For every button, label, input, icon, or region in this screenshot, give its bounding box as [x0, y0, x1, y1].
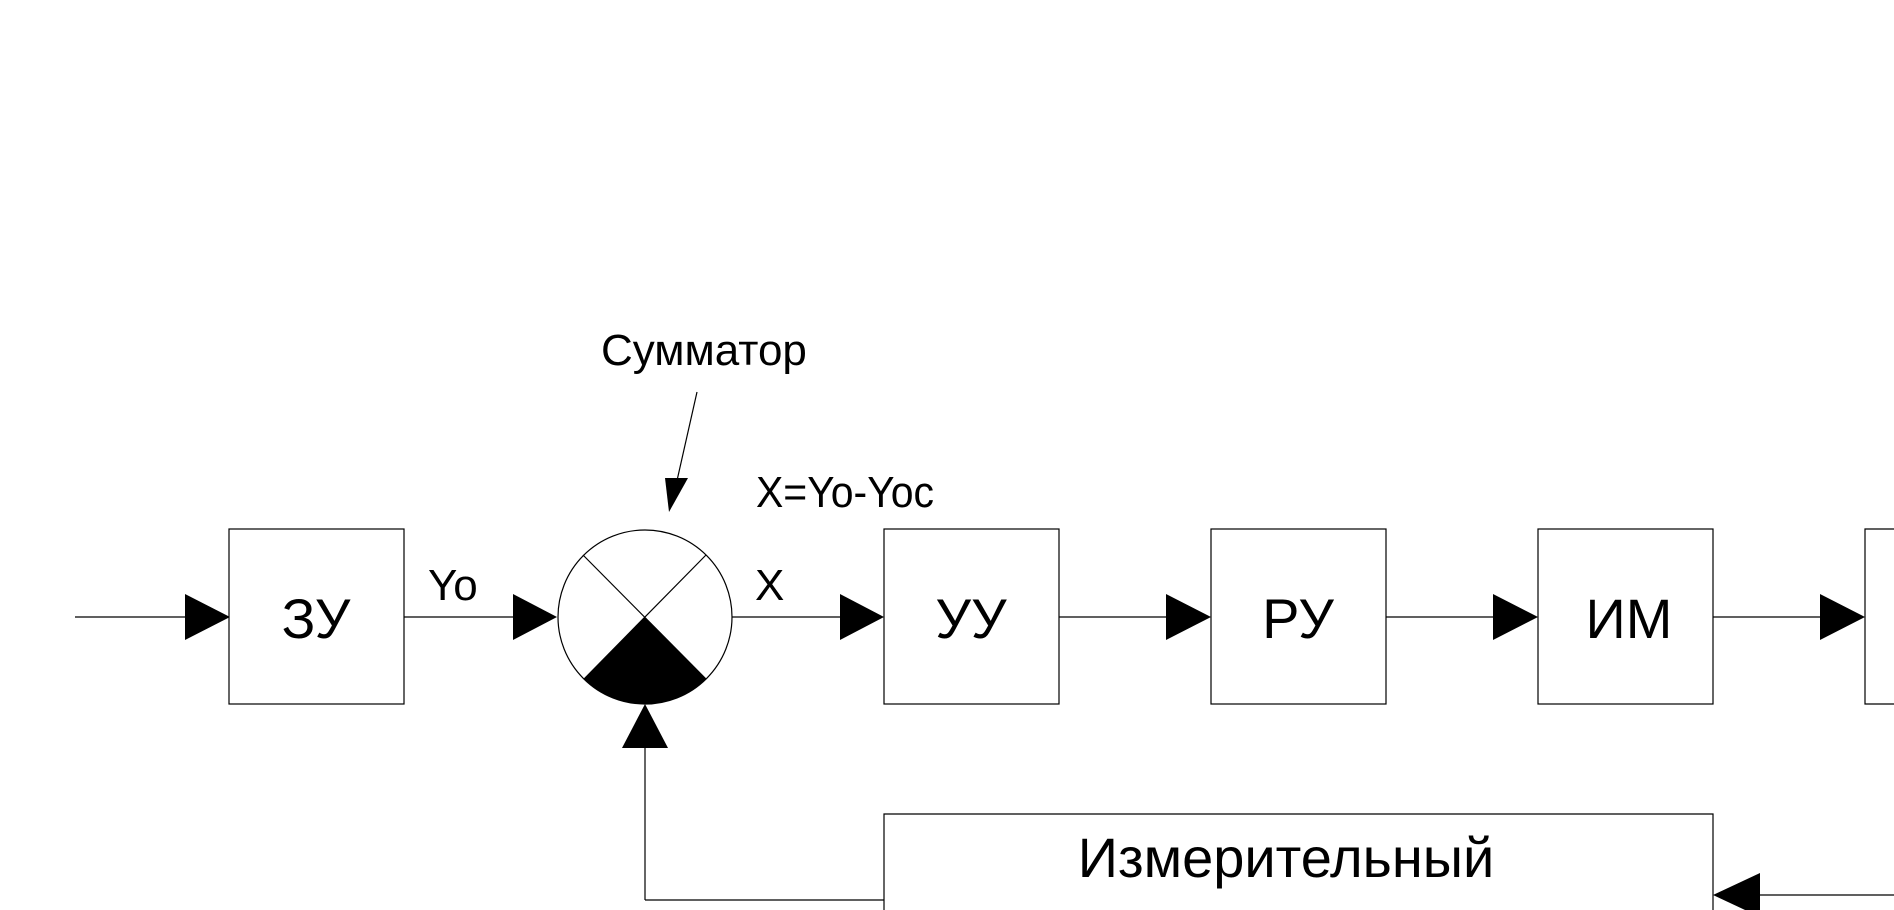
adder-pointer-arrow [665, 478, 688, 512]
equation-label: X=Yo-Yoc [756, 468, 934, 517]
block-zu-label: ЗУ [282, 587, 351, 650]
feedback-arrow-to-adder [622, 704, 668, 748]
block-measuring [883, 813, 1714, 910]
signal-yo-label: Yo [428, 561, 478, 610]
adder-pointer-line [675, 391, 698, 486]
arrow-to-im [1493, 594, 1538, 640]
block-uu [883, 528, 1060, 705]
arrow-to-adder [513, 594, 557, 640]
arrow-to-zu [185, 594, 230, 640]
block-ru [1210, 528, 1387, 705]
block-measuring-label: Измерительный [1078, 826, 1495, 889]
block-uu-label: УУ [935, 587, 1007, 650]
arrow-to-measuring [1713, 873, 1760, 910]
arrow-to-ru [1166, 594, 1211, 640]
arrow-to-next-block [1820, 594, 1865, 640]
block-ru-label: РУ [1262, 587, 1334, 650]
adder-label: Сумматор [601, 326, 807, 375]
signal-x-label: X [755, 561, 784, 610]
block-object-partial [1864, 528, 1894, 705]
block-im [1537, 528, 1714, 705]
block-zu [228, 528, 405, 705]
adder-circle [557, 529, 733, 712]
block-im-label: ИМ [1586, 587, 1673, 650]
arrow-to-uu [840, 594, 884, 640]
